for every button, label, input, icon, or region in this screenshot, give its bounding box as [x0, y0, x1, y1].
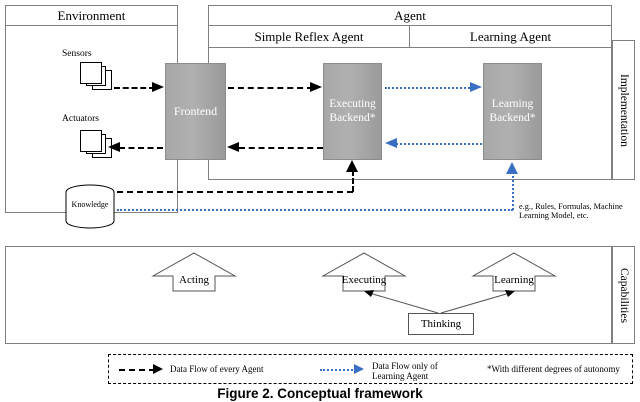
flow-sensors-to-frontend [114, 87, 155, 89]
sensors-label: Sensors [62, 49, 92, 60]
arrowhead-learning-to-executing [385, 138, 397, 148]
capability-learning-label: Learning [494, 274, 534, 287]
learning-backend-label-line2: Backend* [489, 111, 536, 124]
arrowhead-frontend-to-actuators [108, 142, 120, 152]
learning-backend-block[interactable]: Learning Backend* [483, 63, 542, 160]
implementation-side-panel [612, 40, 635, 180]
legend-dashed-sample [119, 369, 155, 371]
flow-knowledge-to-learning-horizontal [117, 209, 513, 211]
executing-backend-label-line1: Executing [329, 98, 376, 111]
capabilities-label: Capabilities [617, 267, 630, 323]
figure-caption: Figure 2. Conceptual framework [217, 386, 423, 401]
agent-title: Agent [394, 7, 426, 23]
agent-column-label: Simple Reflex Agent [254, 28, 364, 44]
capabilities-side-panel [612, 246, 635, 344]
legend-dotted-sample [320, 369, 356, 371]
arrowhead-sensors-to-frontend [152, 82, 164, 92]
executing-backend-label-line2: Backend* [329, 111, 376, 124]
arrowhead-knowledge-to-executing [346, 160, 358, 172]
capability-acting-label: Acting [179, 274, 209, 287]
legend-panel [108, 354, 633, 384]
flow-learning-to-executing [396, 143, 482, 145]
capability-executing-label: Executing [341, 274, 387, 287]
implementation-label: Implementation [617, 73, 630, 147]
flow-executing-to-frontend [239, 147, 323, 149]
legend-dashed-arrowhead [153, 364, 163, 374]
environment-title: Environment [57, 7, 126, 23]
legend-item-1-label: Data Flow of every Agent [170, 364, 264, 375]
flow-knowledge-to-executing-horizontal [117, 191, 353, 193]
capabilities-panel [5, 246, 612, 344]
environment-header: Environment [5, 5, 178, 26]
executing-backend-block[interactable]: Executing Backend* [323, 63, 382, 160]
flow-frontend-to-executing [228, 87, 313, 89]
agent-header: Agent [208, 5, 612, 26]
frontend-block[interactable]: Frontend [165, 63, 226, 160]
agent-column-learning: Learning Agent [410, 26, 612, 48]
knowledge-example-line1: e.g., Rules, Formulas, Machine [519, 201, 623, 211]
arrowhead-frontend-to-executing [310, 82, 322, 92]
arrowhead-executing-to-learning [470, 82, 482, 92]
actuators-label: Actuators [62, 114, 99, 125]
knowledge-label: Knowledge [71, 199, 109, 209]
agent-column-simple-reflex: Simple Reflex Agent [208, 26, 410, 48]
legend-item-3-label: *With different degrees of autonomy [487, 364, 620, 375]
frontend-label: Frontend [173, 103, 218, 118]
legend-item-2-line1: Data Flow only of [372, 360, 438, 371]
arrowhead-executing-to-frontend [227, 142, 239, 152]
thinking-label: Thinking [420, 317, 462, 330]
knowledge-example-note: e.g., Rules, Formulas, Machine Learning … [519, 198, 639, 224]
thinking-box[interactable] [408, 313, 474, 335]
learning-backend-label-line1: Learning [491, 98, 534, 111]
legend-item-2-label: Data Flow only of Learning Agent [372, 360, 482, 382]
flow-frontend-to-actuators [119, 147, 163, 149]
flow-knowledge-to-learning-vertical [512, 172, 514, 210]
legend-item-2-line2: Learning Agent [372, 371, 429, 381]
knowledge-example-line2: Learning Model, etc. [519, 211, 589, 220]
legend-dotted-arrowhead [354, 364, 364, 374]
arrowhead-knowledge-to-learning [506, 162, 518, 174]
flow-executing-to-learning [385, 87, 473, 89]
flow-knowledge-to-executing-vertical [352, 170, 354, 192]
agent-column-label: Learning Agent [469, 28, 552, 44]
